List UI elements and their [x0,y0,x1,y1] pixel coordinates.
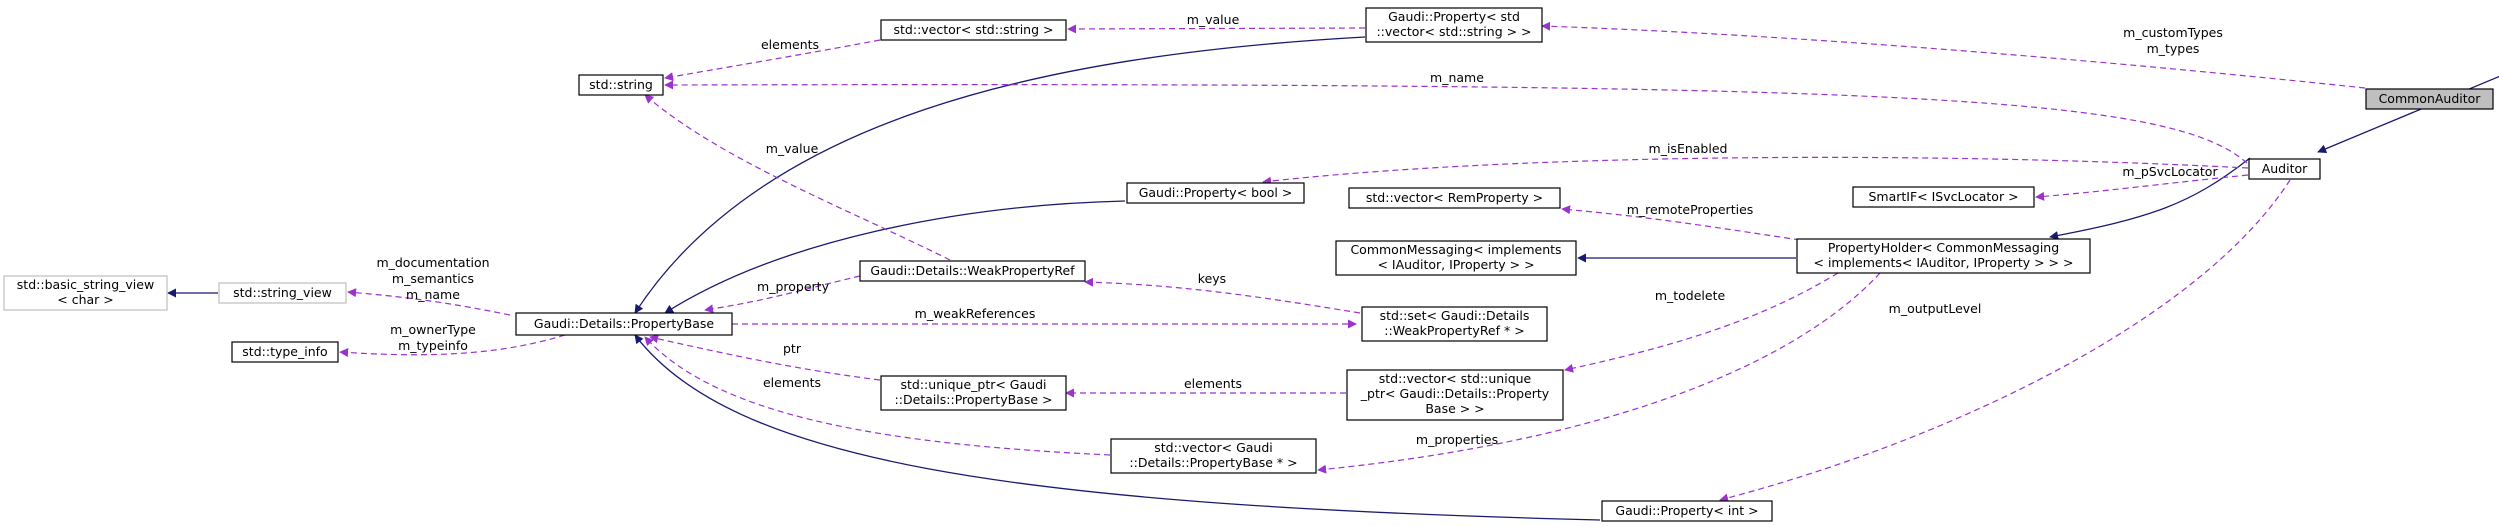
edge-use-m-isenabled [1262,156,2249,186]
label-elements-low: elements [763,375,821,390]
node-common-messaging-line1: CommonMessaging< implements [1350,242,1561,257]
node-unique-ptr-line2: ::Details::PropertyBase > [895,392,1053,407]
edge-inherit-propertybase-to-property-vector-string [634,36,1366,314]
node-property-int-label: Gaudi::Property< int > [1615,503,1758,518]
label-m-isenabled: m_isEnabled [1649,141,1728,156]
node-smartif[interactable]: SmartIF< ISvcLocator > [1852,186,2035,208]
label-m-weakreferences: m_weakReferences [915,306,1036,321]
node-property-int[interactable]: Gaudi::Property< int > [1601,500,1773,522]
edge-inherit-propertybase-to-property-bool [664,200,1126,314]
label-m-name: m_name [1430,70,1484,85]
node-basic-string-view-line2: < char > [57,292,114,307]
node-string-view[interactable]: std::string_view [218,282,347,304]
node-property-base[interactable]: Gaudi::Details::PropertyBase [515,312,733,336]
node-std-string-label: std::string [589,77,653,92]
label-m-psvclocator: m_pSvcLocator [2122,164,2218,179]
edge-use-m-remoteproperties [1561,205,1801,241]
node-property-holder-line2: < implements< IAuditor, IProperty > > > [1814,255,2074,270]
node-type-info-label: std::type_info [242,344,327,359]
nodes: CommonAuditor Auditor Gaudi::Property< s… [3,7,2494,522]
node-vector-propbase-ptr[interactable]: std::vector< Gaudi ::Details::PropertyBa… [1110,438,1317,474]
label-m-documentation: m_documentation [376,255,489,270]
label-m-todelete: m_todelete [1655,288,1726,303]
edge-use-string-view-members [347,288,511,316]
node-vector-string[interactable]: std::vector< std::string > [880,19,1067,41]
node-vector-unique-ptr-line3: Base > > [1425,401,1484,416]
edge-use-m-properties [1317,272,1881,474]
node-property-vector-string-line2: ::vector< std::string > > [1376,24,1531,39]
node-smartif-label: SmartIF< ISvcLocator > [1868,189,2018,204]
label-m-value-top: m_value [1187,12,1240,27]
node-set-weakref-line2: ::WeakPropertyRef * > [1384,323,1524,338]
node-vector-remproperty-label: std::vector< RemProperty > [1366,190,1543,205]
node-string-view-label: std::string_view [233,285,332,300]
node-set-weakref[interactable]: std::set< Gaudi::Details ::WeakPropertyR… [1361,306,1548,342]
node-weak-property-ref-label: Gaudi::Details::WeakPropertyRef [870,263,1075,278]
node-basic-string-view-line1: std::basic_string_view [17,277,154,292]
edge-inherit-propertybase-to-property-int [634,334,1601,521]
node-vector-remproperty[interactable]: std::vector< RemProperty > [1348,187,1561,209]
edge-use-m-name [664,80,2248,164]
label-m-ownertype: m_ownerType [390,322,476,337]
label-keys: keys [1198,271,1226,286]
label-m-property: m_property [757,279,830,294]
edge-inherit-propertyholder-to-auditor [2049,157,2251,240]
label-m-value-mid: m_value [766,141,819,156]
node-vector-propbase-ptr-line1: std::vector< Gaudi [1154,440,1273,455]
label-elements-mid: elements [1184,376,1242,391]
edge-use-ptr [649,334,881,381]
edge-use-type-info-members [339,334,566,358]
edge-use-m-todelete [1564,272,1839,373]
edge-use-keys [1084,277,1361,314]
node-property-base-label: Gaudi::Details::PropertyBase [534,316,714,331]
node-property-bool-label: Gaudi::Property< bool > [1139,185,1293,200]
edge-use-m-value-mid [644,94,951,261]
node-common-auditor-label: CommonAuditor [2379,91,2482,106]
node-common-messaging-line2: < IAuditor, IProperty > > [1377,257,1534,272]
edges [167,21,2499,521]
label-m-semantics: m_semantics [392,271,474,286]
edge-inherit-auditor-to-commonauditor [2317,75,2499,154]
node-property-vector-string[interactable]: Gaudi::Property< std ::vector< std::stri… [1365,7,1543,43]
edge-use-m-value-top [1067,24,1366,34]
node-vector-string-label: std::vector< std::string > [894,22,1054,37]
node-vector-unique-ptr[interactable]: std::vector< std::unique _ptr< Gaudi::De… [1346,369,1564,421]
edge-use-m-property [704,275,861,314]
edge-use-elements-top [664,39,881,82]
label-ptr: ptr [783,341,802,356]
node-vector-unique-ptr-line2: _ptr< Gaudi::Details::Property [1360,386,1550,401]
label-m-remoteproperties: m_remoteProperties [1627,202,1754,217]
edge-labels: m_customTypes m_types m_value elements m… [376,12,2222,447]
node-property-holder[interactable]: PropertyHolder< CommonMessaging < implem… [1796,238,2091,274]
node-type-info[interactable]: std::type_info [231,341,339,363]
node-auditor-label: Auditor [2262,161,2308,176]
node-weak-property-ref[interactable]: Gaudi::Details::WeakPropertyRef [859,260,1086,282]
label-elements-top: elements [761,37,819,52]
edge-use-elements-low [644,336,1111,456]
edge-use-m-outputlevel [1719,179,2291,503]
label-m-typeinfo: m_typeinfo [398,338,468,353]
node-vector-unique-ptr-line1: std::vector< std::unique [1379,371,1532,386]
node-vector-propbase-ptr-line2: ::Details::PropertyBase * > [1129,455,1297,470]
node-property-holder-line1: PropertyHolder< CommonMessaging [1828,240,2059,255]
node-unique-ptr[interactable]: std::unique_ptr< Gaudi ::Details::Proper… [880,375,1067,411]
label-m-name-stringview: m_name [406,287,460,302]
node-property-vector-string-line1: Gaudi::Property< std [1388,9,1520,24]
node-std-string[interactable]: std::string [578,74,664,96]
node-auditor[interactable]: Auditor [2248,158,2321,180]
label-m-outputlevel: m_outputLevel [1889,301,1982,316]
node-basic-string-view[interactable]: std::basic_string_view < char > [3,275,168,311]
node-property-bool[interactable]: Gaudi::Property< bool > [1126,182,1305,204]
edge-use-m-psvclocator [2035,174,2249,201]
node-unique-ptr-line1: std::unique_ptr< Gaudi [901,377,1047,392]
node-common-messaging[interactable]: CommonMessaging< implements < IAuditor, … [1335,240,1577,276]
node-common-auditor[interactable]: CommonAuditor [2365,88,2494,110]
label-m-types: m_types [2147,41,2200,56]
node-set-weakref-line1: std::set< Gaudi::Details [1380,308,1530,323]
label-m-customtypes: m_customTypes [2123,25,2223,40]
edge-use-customtypes [1541,21,2366,89]
label-m-properties: m_properties [1416,432,1498,447]
